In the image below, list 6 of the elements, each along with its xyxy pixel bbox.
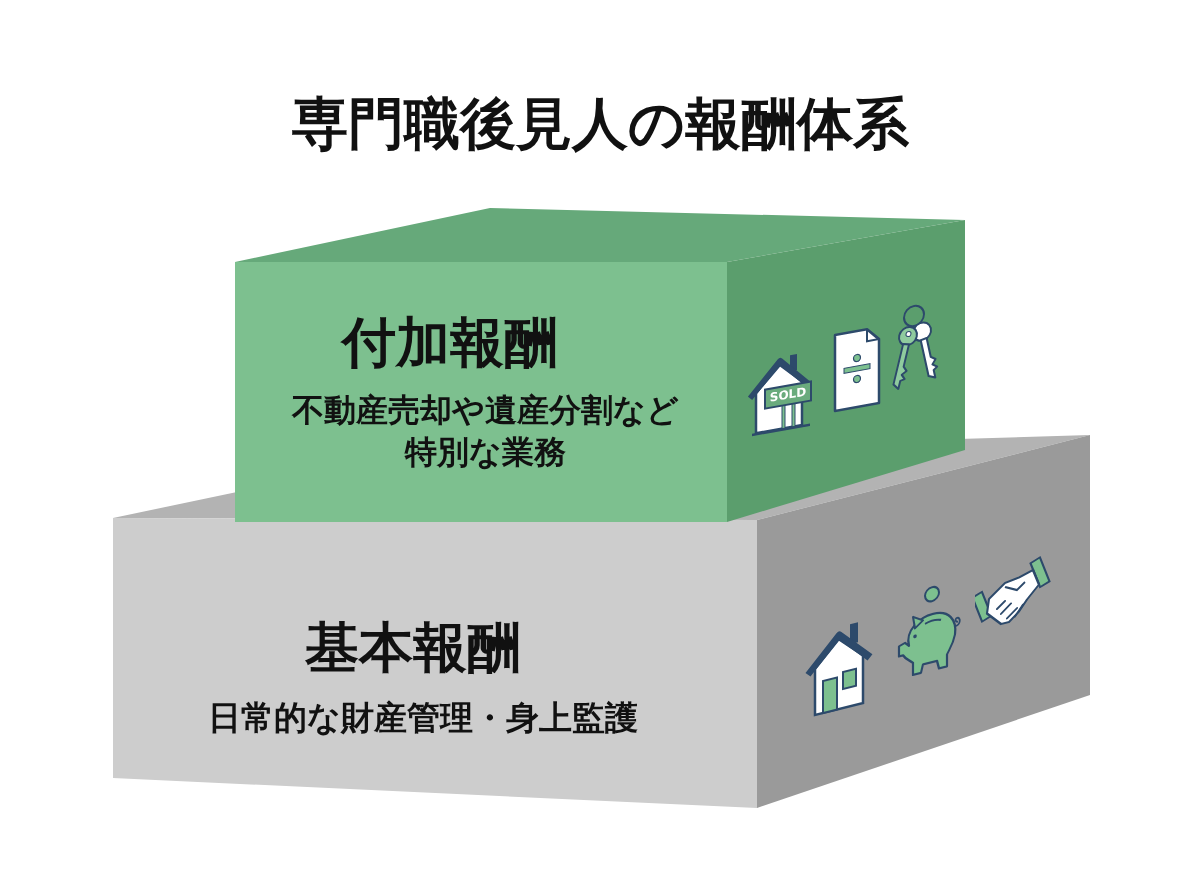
block-heading: 基本報酬 bbox=[305, 615, 521, 681]
block-heading: 付加報酬 bbox=[342, 310, 558, 376]
block-description: 日常的な財産管理・身上監護 bbox=[208, 697, 638, 739]
block-description: 不動産売却や遺産分割など特別な業務 bbox=[290, 390, 680, 473]
diagram-title: 専門職後見人の報酬体系 bbox=[291, 90, 909, 158]
sign-text: SOLD bbox=[768, 383, 808, 407]
